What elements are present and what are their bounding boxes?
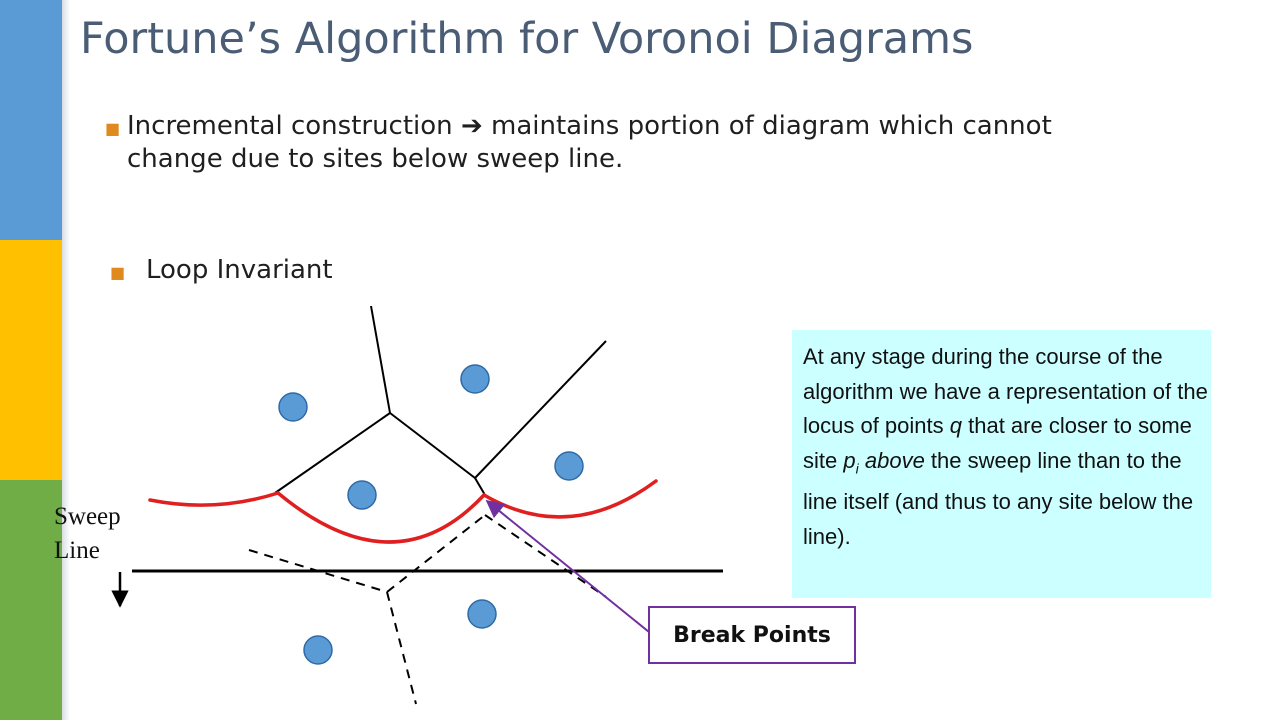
sidebar-yellow-segment xyxy=(0,240,62,480)
bullet-square-icon: ■ xyxy=(110,263,126,282)
break-points-text: Break Points xyxy=(673,622,831,648)
break-point-pointer-arrow-icon xyxy=(485,499,650,633)
sidebar-shadow xyxy=(62,0,70,720)
break-points-label: Break Points xyxy=(648,606,856,664)
dashed-edge xyxy=(484,514,607,598)
bullet-incremental: ■ Incremental construction ➔ maintains p… xyxy=(105,110,1105,176)
dashed-edge xyxy=(386,591,417,705)
sidebar-color-bar xyxy=(0,0,70,720)
sweep-line-label: Sweep Line xyxy=(54,500,121,568)
site-point xyxy=(303,635,333,665)
slide-title: Fortune’s Algorithm for Voronoi Diagrams xyxy=(80,14,974,64)
sidebar-green-segment xyxy=(0,480,62,720)
loop-invariant-explanation: At any stage during the course of the al… xyxy=(792,330,1211,598)
bullet-text-end: maintains portion of diagram which canno… xyxy=(127,111,1052,174)
sidebar-blue-segment xyxy=(0,0,62,240)
sweep-label-line2: Line xyxy=(54,537,100,564)
info-text: the sweep line than to the line itself (… xyxy=(803,447,1194,549)
sites xyxy=(278,364,584,665)
info-text: At any stage during the course of the al… xyxy=(803,344,1208,438)
voronoi-edge xyxy=(474,340,607,479)
bullet-text: Loop Invariant xyxy=(146,255,333,285)
info-q: q xyxy=(949,413,962,438)
beach-arc xyxy=(482,479,658,519)
info-p: p xyxy=(843,447,856,473)
site-point xyxy=(467,599,497,629)
info-text: that are closer to some site xyxy=(803,413,1192,473)
bullet-loop-invariant: ■ Loop Invariant xyxy=(110,254,333,287)
bullet-text: Incremental construction ➔ maintains por… xyxy=(105,110,1105,176)
right-arrow-icon: ➔ xyxy=(460,111,483,141)
site-point xyxy=(554,451,584,481)
voronoi-edges xyxy=(274,305,607,496)
sweep-label-line1: Sweep xyxy=(54,503,121,530)
beach-line xyxy=(148,479,658,544)
bullet-text-start: Incremental construction xyxy=(127,111,461,141)
voronoi-edge xyxy=(274,412,391,494)
dashed-edges xyxy=(248,514,607,705)
beach-arc xyxy=(276,491,486,544)
bullet-square-icon: ■ xyxy=(105,119,121,138)
voronoi-edge xyxy=(389,412,476,479)
beach-arc xyxy=(148,491,280,507)
site-point xyxy=(460,364,490,394)
dashed-edge xyxy=(386,514,486,593)
site-point xyxy=(278,392,308,422)
voronoi-edge xyxy=(370,305,391,414)
info-sub: i xyxy=(855,459,859,476)
voronoi-edge xyxy=(474,477,486,496)
site-point xyxy=(347,480,377,510)
info-above: above xyxy=(864,447,925,473)
